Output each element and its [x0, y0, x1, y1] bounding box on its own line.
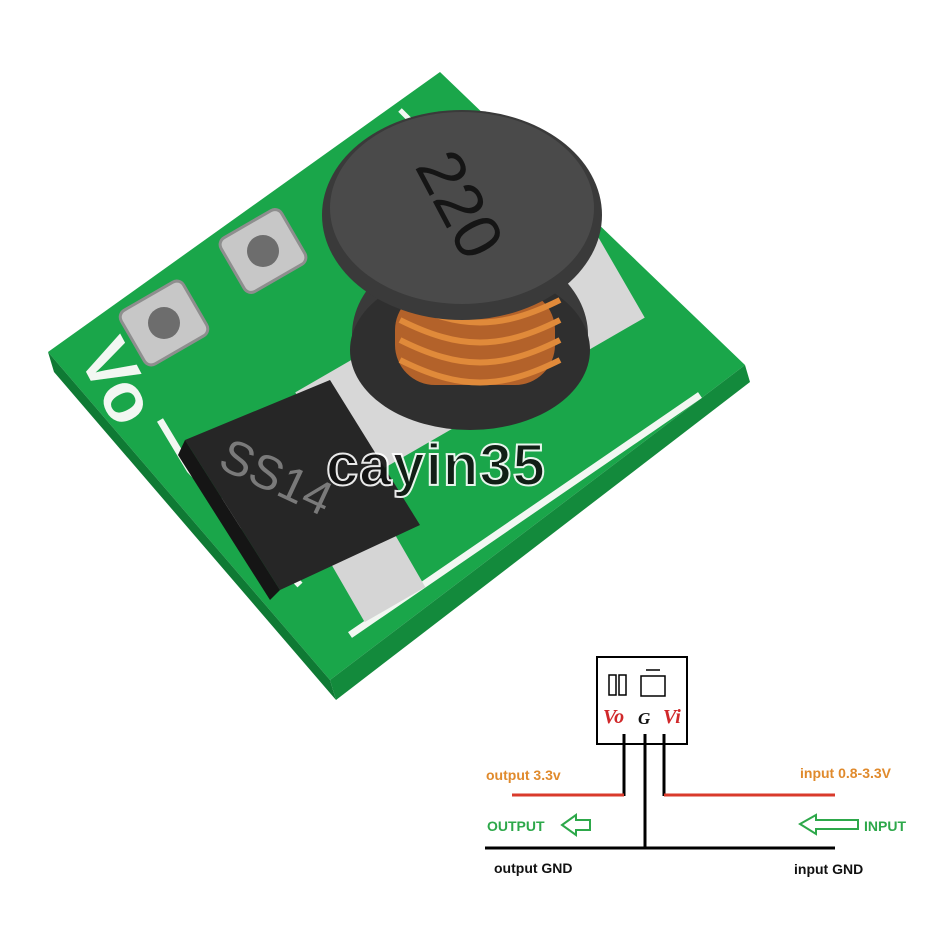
wiring-lines: [485, 734, 835, 850]
input-voltage-label: input 0.8-3.3V: [800, 765, 892, 781]
pin-vo-label: Vo: [603, 706, 625, 728]
output-label: OUTPUT: [487, 818, 545, 834]
output-arrow-icon: [560, 813, 591, 837]
input-gnd-label: input GND: [794, 861, 864, 877]
output-voltage-label: output 3.3v: [486, 767, 561, 783]
pin-g-label: G: [638, 709, 651, 728]
inductor: [322, 110, 602, 430]
output-gnd-label: output GND: [494, 860, 573, 876]
input-label: INPUT: [864, 818, 906, 834]
diode: [178, 380, 426, 623]
pin-vi-label: Vi: [663, 706, 681, 728]
input-arrow-icon: [798, 813, 859, 836]
watermark-text: cayin35: [325, 432, 546, 499]
regulator-package: [596, 656, 688, 745]
